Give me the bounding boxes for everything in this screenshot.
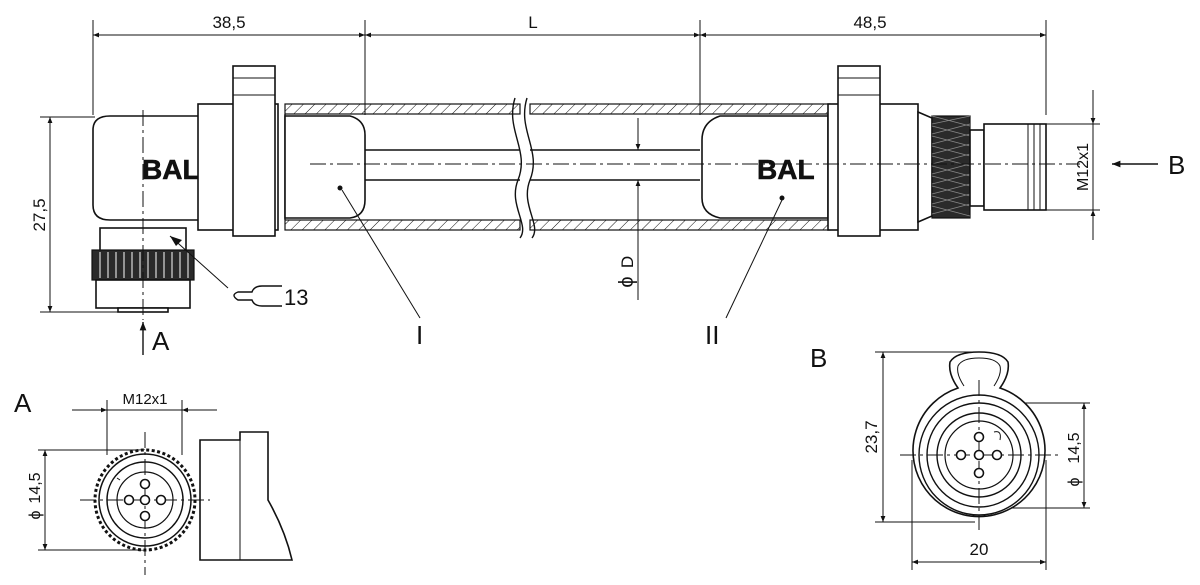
part-two-molding: BAL [701,115,829,219]
part-two-label: II [705,320,719,350]
right-thread-dimension: M12x1 [1046,90,1100,240]
dim-view-b-diameter: 14,5 [1066,432,1083,463]
dim-height: 27,5 [30,198,49,231]
right-straight-connector [827,65,1047,237]
diameter-symbol-a: ϕ [27,510,44,519]
dim-view-b-width: 20 [970,540,989,559]
dim-right-length: 48,5 [853,13,886,32]
dim-view-a-thread: M12x1 [122,391,167,408]
top-dimension-chain: 38,5 L 48,5 [92,13,1047,115]
height-dimension: 27,5 [30,116,120,313]
view-b-detail: B 23,7 20 ϕ 14,5 [810,343,1090,570]
logo-right: BAL [757,154,815,185]
part-leaders: I II [341,189,783,350]
logo-left: BAL [142,154,200,185]
view-a-title: A [14,388,32,418]
view-b-arrow: B [1112,150,1185,180]
diameter-symbol-cable: ϕ [616,276,638,287]
dim-cable-diameter: D [618,256,637,268]
view-a-arrow: A [139,322,170,356]
cable-diameter-dimension: ϕ D [616,118,641,300]
wrench-callout: 13 [169,235,308,310]
part-one-molding [284,115,366,219]
diameter-symbol-b: ϕ [1066,477,1083,486]
dim-view-b-height: 23,7 [862,420,881,453]
view-b-title: B [810,343,827,373]
view-a-arrow-label: A [152,326,170,356]
left-angled-connector: BAL [91,65,279,320]
dim-view-a-diameter: 14,5 [27,472,44,503]
dim-left-length: 38,5 [212,13,245,32]
view-a-detail: A M12x1 ϕ 14,5 [14,388,294,575]
dim-thread-right: M12x1 [1075,143,1092,191]
view-b-arrow-label: B [1168,150,1185,180]
main-side-view: 38,5 L 48,5 27,5 [30,13,1185,356]
part-one-label: I [416,320,423,350]
dim-middle-length: L [528,13,537,32]
wrench-size: 13 [284,285,308,310]
